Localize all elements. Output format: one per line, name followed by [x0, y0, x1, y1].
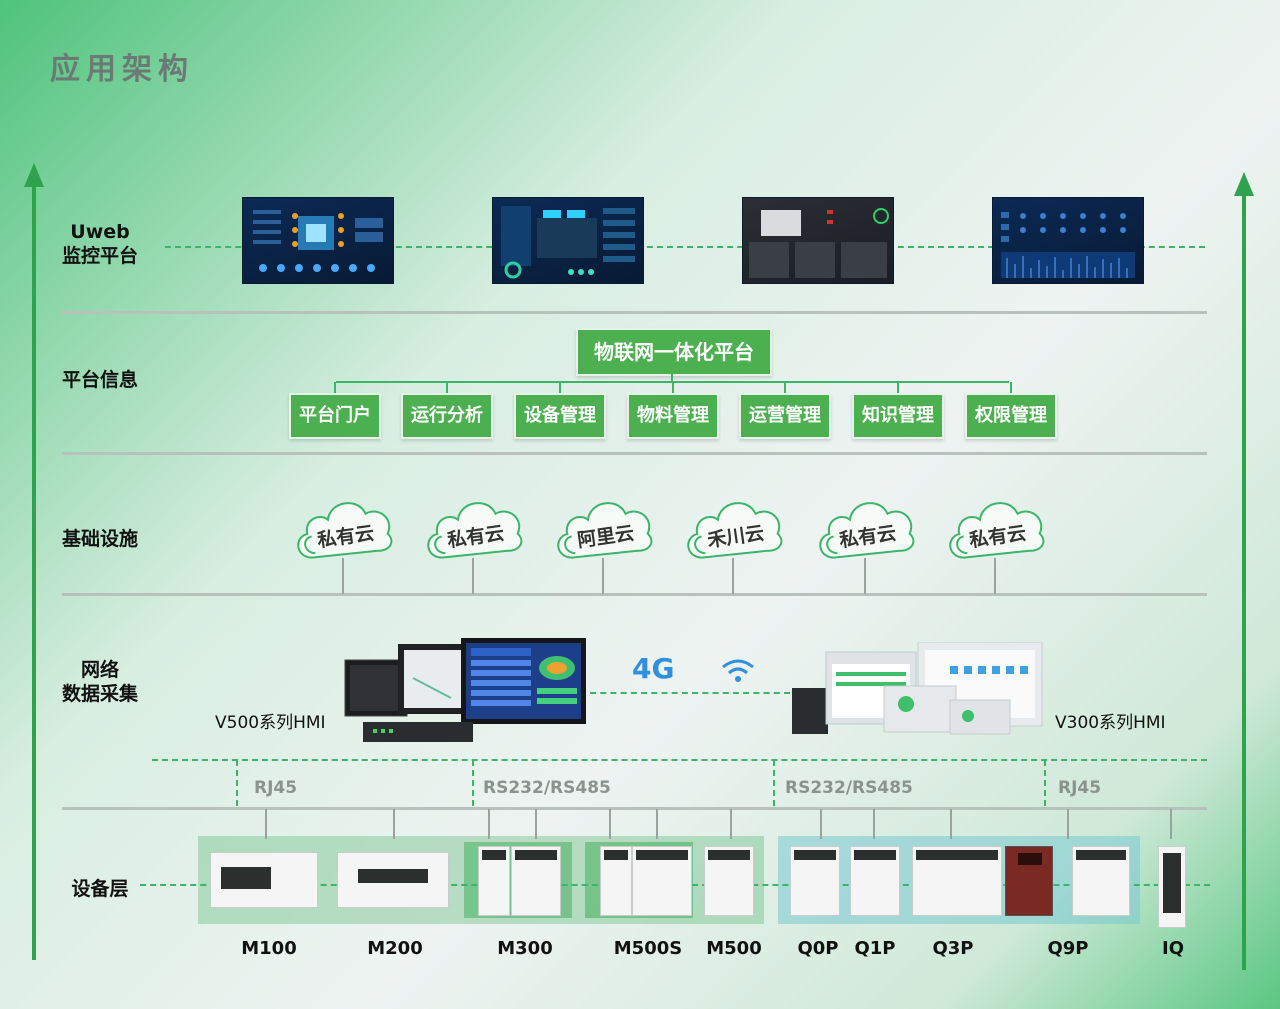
product-label: Q3P [932, 938, 974, 959]
bus-divider [236, 760, 238, 806]
cloud-icon: 禾川云 [685, 496, 785, 562]
bus-divider [472, 760, 474, 806]
bus-divider [1044, 760, 1046, 806]
v300-hmi-label: V300系列HMI [1055, 713, 1166, 733]
product-label: Q1P [854, 938, 896, 959]
tree-connector [897, 382, 899, 394]
up-arrow-left-icon [24, 163, 44, 187]
cloud-connector [994, 558, 996, 594]
device-connector [265, 809, 267, 839]
cloud-connector [864, 558, 866, 594]
cloud-connector [602, 558, 604, 594]
device-connector [535, 809, 537, 839]
plc-module-image [850, 846, 900, 916]
bus-divider [773, 760, 775, 806]
m200-device-image [337, 852, 449, 908]
left-axis-line [32, 185, 36, 960]
separator [62, 452, 1207, 455]
platform-module-box: 运营管理 [739, 393, 831, 439]
cloud-connector [472, 558, 474, 594]
tree-connector [672, 382, 674, 394]
tree-connector [559, 382, 561, 394]
up-arrow-right-icon [1234, 172, 1254, 196]
device-connector [950, 809, 952, 839]
device-connector [656, 809, 658, 839]
monitor-screenshot [992, 197, 1144, 284]
product-label: M500 [706, 938, 762, 959]
tree-connector [334, 382, 336, 394]
cloud-connector [732, 558, 734, 594]
right-axis-line [1242, 194, 1246, 970]
network-dashed-line [590, 692, 790, 694]
v300-hmi-device-image [790, 641, 1045, 737]
plc-module-image [790, 846, 840, 916]
cloud-icon: 私有云 [425, 496, 525, 562]
iq-device-image [1158, 846, 1186, 928]
separator [62, 311, 1207, 314]
4g-text: 4G [632, 652, 675, 685]
platform-module-box: 物料管理 [627, 393, 719, 439]
plc-module-image [1072, 846, 1130, 916]
m100-device-image [210, 852, 318, 908]
layer-label-uweb: Uweb 监控平台 [61, 221, 138, 267]
4g-icon: 4G [632, 652, 674, 685]
tree-connector [446, 382, 448, 394]
separator [62, 807, 1207, 810]
device-connector [393, 809, 395, 839]
tree-connector [671, 374, 673, 382]
product-label: IQ [1162, 938, 1184, 959]
device-connector [1170, 809, 1172, 839]
tree-connector [1010, 382, 1012, 394]
product-label: Q0P [797, 938, 839, 959]
layer-label-device: 设备层 [71, 878, 129, 900]
device-connector [1067, 809, 1069, 839]
q9p-device-image [1005, 846, 1053, 916]
platform-module-box: 知识管理 [852, 393, 944, 439]
product-label: M200 [367, 938, 423, 959]
layer-label-infra: 基础设施 [61, 528, 138, 550]
cloud-icon: 阿里云 [555, 496, 655, 562]
plc-module-image [511, 846, 561, 916]
wifi-icon [720, 656, 756, 688]
monitor-screenshot [742, 197, 894, 284]
device-connector [873, 809, 875, 839]
protocol-label: RJ45 [254, 778, 298, 798]
tree-connector [784, 382, 786, 394]
v500-hmi-label: V500系列HMI [215, 713, 326, 733]
uweb-dashed-line [165, 246, 1205, 248]
layer-label-platform: 平台信息 [61, 369, 138, 391]
product-label: M500S [613, 938, 683, 959]
v500-hmi-device-image [343, 638, 588, 748]
plc-module-image [912, 846, 1002, 916]
device-connector [820, 809, 822, 839]
cloud-icon: 私有云 [817, 496, 917, 562]
platform-main-box: 物联网一体化平台 [576, 328, 772, 376]
monitor-screenshot [492, 197, 644, 284]
product-label: M300 [497, 938, 553, 959]
device-connector [488, 809, 490, 839]
platform-module-box: 权限管理 [965, 393, 1057, 439]
cloud-icon: 私有云 [295, 496, 395, 562]
device-connector [730, 809, 732, 839]
plc-module-image [704, 846, 754, 916]
plc-module-image [478, 846, 510, 916]
platform-module-box: 设备管理 [514, 393, 606, 439]
product-label: Q9P [1047, 938, 1089, 959]
platform-module-box: 平台门户 [289, 393, 381, 439]
layer-label-network: 网络 数据采集 [61, 659, 138, 705]
platform-module-box: 运行分析 [401, 393, 493, 439]
plc-module-image [600, 846, 632, 916]
device-connector [609, 809, 611, 839]
separator [62, 593, 1207, 596]
plc-module-image [632, 846, 692, 916]
bus-dashed-line [152, 759, 1207, 761]
protocol-label: RS232/RS485 [483, 778, 611, 798]
cloud-connector [342, 558, 344, 594]
protocol-label: RS232/RS485 [785, 778, 913, 798]
cloud-icon: 私有云 [947, 496, 1047, 562]
protocol-label: RJ45 [1058, 778, 1102, 798]
monitor-screenshot [242, 197, 394, 284]
page-title: 应用架构 [50, 52, 194, 87]
product-label: M100 [241, 938, 297, 959]
